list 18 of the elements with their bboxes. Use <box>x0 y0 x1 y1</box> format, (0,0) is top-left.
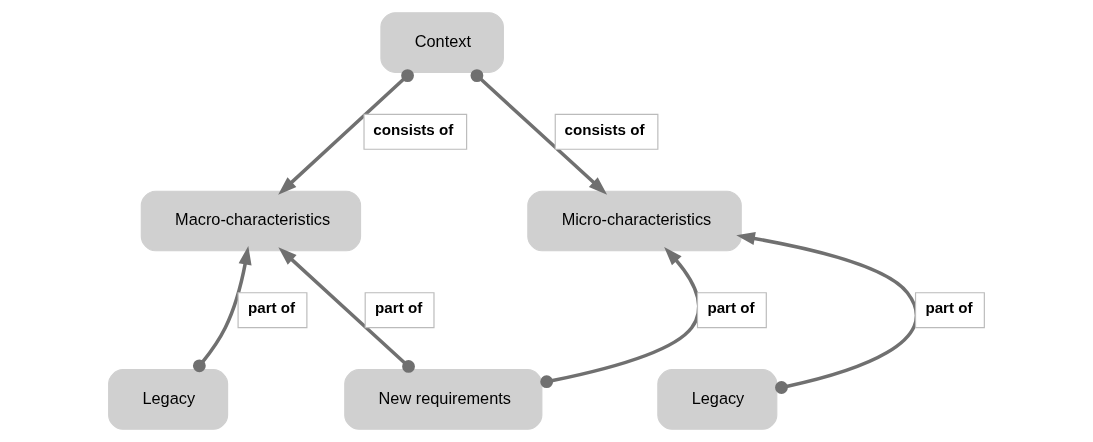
arrow <box>470 69 608 195</box>
node-box: Micro-characteristics <box>527 190 742 252</box>
edge-label: part of <box>925 299 973 316</box>
edge-label: consists of <box>373 120 454 138</box>
arrow <box>192 245 252 373</box>
arrow <box>540 247 701 389</box>
edge-label: part of <box>248 299 296 316</box>
edge-label: part of <box>375 299 423 316</box>
node-box: Legacy <box>108 369 229 430</box>
arrow <box>278 69 414 195</box>
node-box: New requirements <box>344 369 543 430</box>
node-box: Macro-characteristics <box>140 190 362 252</box>
node-box: Legacy <box>657 369 778 430</box>
node-box: Context <box>380 12 504 73</box>
arrow <box>736 232 918 394</box>
edge-label: consists of <box>564 120 645 138</box>
edge-label: part of <box>707 299 755 316</box>
arrow <box>278 247 415 373</box>
